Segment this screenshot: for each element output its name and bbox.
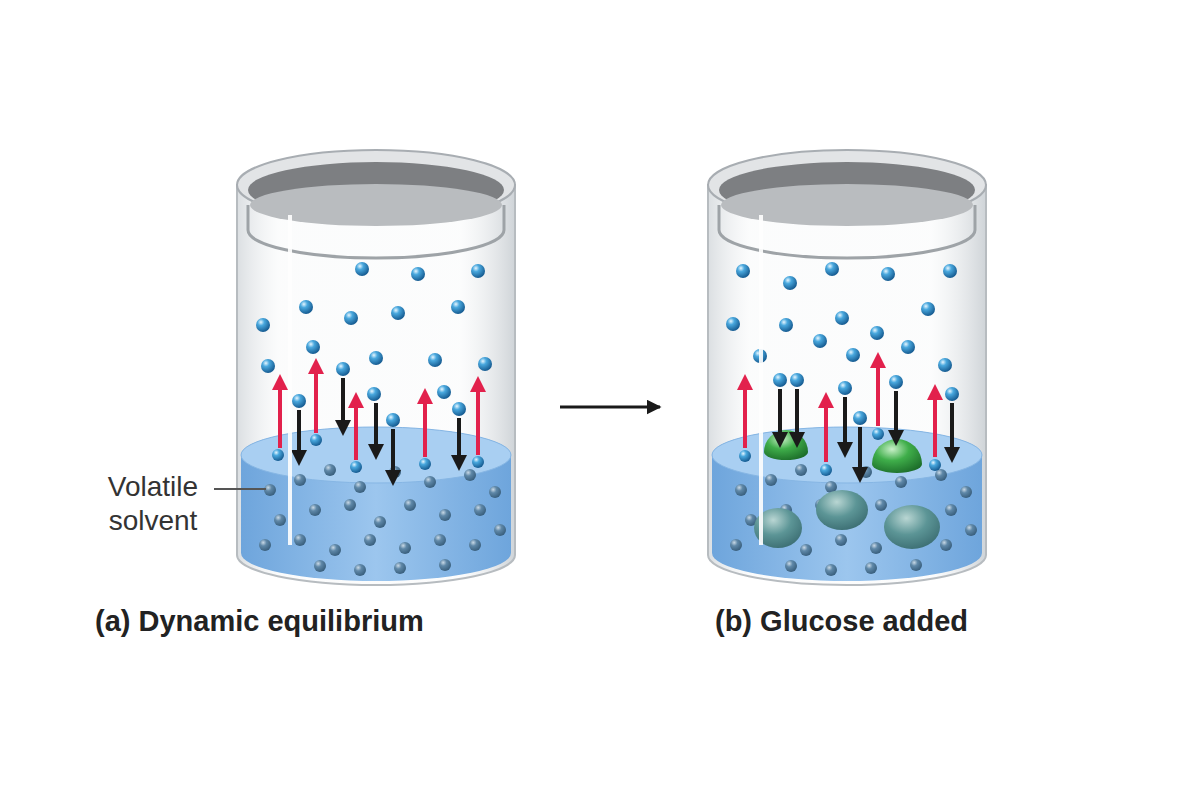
process-arrow <box>560 406 660 409</box>
part-label: Volatile solvent <box>92 470 214 538</box>
leader-line <box>214 488 266 490</box>
beaker-a <box>214 150 515 585</box>
beaker-panel: (b) Glucose added <box>660 157 1100 657</box>
panel-caption: (b) Glucose added <box>715 605 968 638</box>
beaker-panel: (a) Dynamic equilibrium <box>90 157 560 657</box>
beaker-b <box>708 150 986 585</box>
panel-caption: (a) Dynamic equilibrium <box>95 605 424 638</box>
